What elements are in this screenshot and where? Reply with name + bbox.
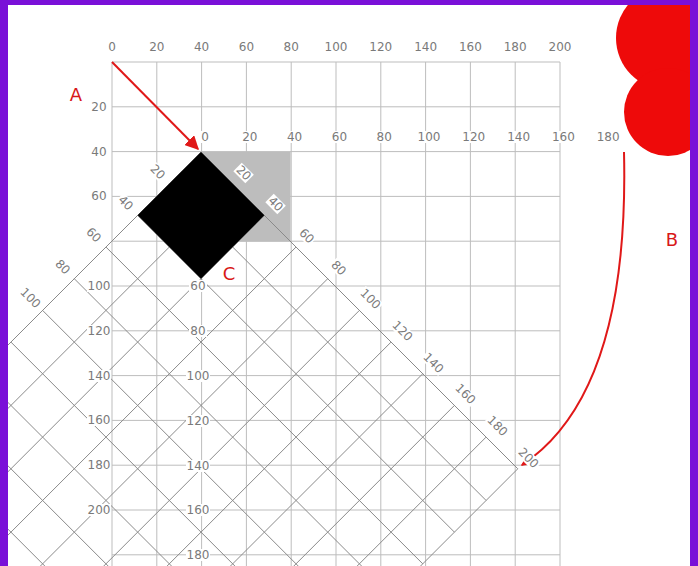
axis-number: 0: [107, 41, 117, 53]
rotated-grid-line: [11, 342, 328, 566]
axis-number: 200: [516, 445, 542, 471]
axis-number: 180: [484, 413, 510, 439]
axis-number: 80: [189, 325, 206, 337]
arrow-b: [522, 152, 624, 465]
axis-number: 60: [238, 41, 255, 53]
axis-number: 60: [84, 225, 105, 246]
axis-number: 160: [458, 41, 483, 53]
axis-number: 40: [286, 131, 303, 143]
rotated-grid-line: [8, 405, 264, 566]
axis-number: 80: [328, 257, 349, 278]
axis-number: 160: [186, 504, 211, 516]
arrow-a: [112, 62, 198, 149]
axis-number: 60: [189, 280, 206, 292]
axis-number: 120: [87, 325, 112, 337]
axis-number: 40: [265, 194, 286, 215]
axis-number: 100: [87, 280, 112, 292]
axis-number: 60: [90, 190, 107, 202]
axis-number: 120: [186, 415, 211, 427]
rotated-grid-line: [8, 374, 296, 566]
callout-letter: B: [665, 231, 679, 249]
rotated-grid-line: [43, 310, 360, 566]
axis-number: 80: [283, 41, 300, 53]
rotated-grid: [8, 152, 518, 566]
axis-number: 120: [389, 318, 415, 344]
rotated-grid-line: [8, 469, 201, 566]
rotated-grid-line: [106, 374, 423, 566]
grid-line: [112, 106, 560, 107]
grid-line: [112, 62, 560, 63]
axis-number: 80: [376, 131, 393, 143]
grid-line: [112, 465, 560, 466]
rotated-grid-line: [138, 405, 455, 566]
axis-number: 100: [357, 286, 383, 312]
axis-number: 140: [87, 370, 112, 382]
axis-number: 20: [241, 131, 258, 143]
axis-number: 100: [18, 285, 44, 311]
axis-number: 20: [90, 101, 107, 113]
grid-line: [112, 151, 560, 152]
axis-number: 0: [200, 131, 210, 143]
callout-letter: A: [69, 86, 83, 104]
axis-number: 80: [52, 256, 73, 277]
axis-number: 60: [297, 226, 318, 247]
axis-number: 100: [324, 41, 349, 53]
axis-number: 120: [368, 41, 393, 53]
axis-number: 40: [90, 146, 107, 158]
axis-number: 160: [452, 381, 478, 407]
rotated-grid-line: [8, 247, 296, 564]
axis-number: 180: [87, 459, 112, 471]
rotated-grid-line: [74, 342, 391, 566]
axis-number: 200: [87, 504, 112, 516]
axis-number: 40: [193, 41, 210, 53]
grid-line: [112, 330, 560, 331]
axis-number: 20: [147, 161, 168, 182]
axis-number: 20: [233, 162, 254, 183]
axis-number: 100: [417, 131, 442, 143]
rotated-grid-line: [8, 437, 233, 566]
axis-number: 180: [596, 131, 621, 143]
axis-number: 180: [186, 549, 211, 561]
axis-number: 140: [186, 460, 211, 472]
canvas-ground: [8, 5, 690, 566]
rotated-grid-line: [169, 437, 486, 566]
callout-letter: C: [222, 265, 237, 283]
axis-number: 200: [548, 41, 573, 53]
axis-number: 60: [331, 131, 348, 143]
axis-number: 100: [186, 370, 211, 382]
axis-number: 180: [503, 41, 528, 53]
rotated-grid-line: [74, 279, 391, 566]
red-blob: [624, 68, 690, 156]
axis-number: 120: [461, 131, 486, 143]
axis-number: 140: [506, 131, 531, 143]
axis-number: 20: [148, 41, 165, 53]
rotated-grid-line: [8, 215, 264, 532]
rotated-grid-line: [201, 469, 518, 566]
axis-number: 160: [87, 414, 112, 426]
grid-line: [156, 62, 157, 566]
axis-number: 140: [413, 41, 438, 53]
grid-line: [112, 62, 113, 566]
rotated-grid-line: [43, 310, 360, 566]
axis-number: 140: [421, 350, 447, 376]
rotated-square: [138, 152, 265, 279]
axis-number: 40: [115, 193, 136, 214]
rotated-grid-line: [11, 279, 328, 566]
grid-line: [112, 375, 560, 376]
axis-number: 160: [551, 131, 576, 143]
